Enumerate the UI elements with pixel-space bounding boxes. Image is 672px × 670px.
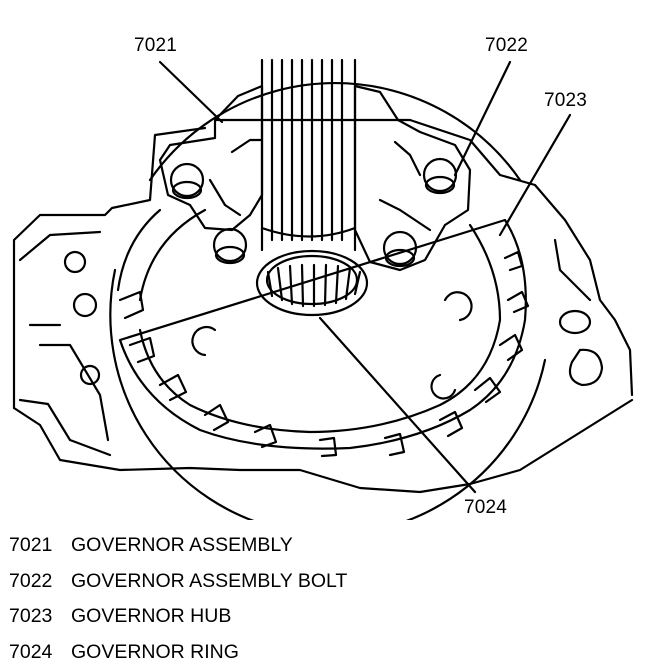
ring-hole-bottom [432,375,455,398]
legend-name: GOVERNOR HUB [71,605,231,627]
case-hole-right-1 [560,311,590,333]
ring-hole-right [445,292,472,320]
governor-hub-ring [257,251,367,315]
legend-code: 7022 [9,564,71,598]
governor-diagram [0,0,672,520]
governor-bolt-4 [424,159,456,193]
governor-shaft-grooves [272,60,342,240]
governor-bolt-2 [214,229,246,263]
legend-name: GOVERNOR ASSEMBLY [71,534,293,556]
leader-7024 [320,318,475,492]
legend-code: 7024 [9,635,71,669]
governor-ring-outer [118,210,526,449]
legend-code: 7021 [9,528,71,562]
callout-7024: 7024 [464,497,507,519]
governor-ring-teeth [120,252,528,456]
leader-7021 [160,62,222,122]
callout-7023: 7023 [544,90,587,112]
case-hole-left-1 [65,252,85,272]
legend-name: GOVERNOR ASSEMBLY BOLT [71,570,347,592]
callout-7021: 7021 [134,35,177,57]
callout-7022: 7022 [485,35,528,57]
case-hole-left-2 [74,294,96,316]
legend-code: 7023 [9,599,71,633]
ring-hole-left [192,327,215,355]
leader-7023 [500,115,570,235]
case-hole-right-2 [570,350,602,385]
governor-hub-splines [268,265,360,306]
legend-name: GOVERNOR RING [71,641,239,663]
governor-bolt-1 [171,164,203,198]
governor-assembly-edges [210,120,430,230]
